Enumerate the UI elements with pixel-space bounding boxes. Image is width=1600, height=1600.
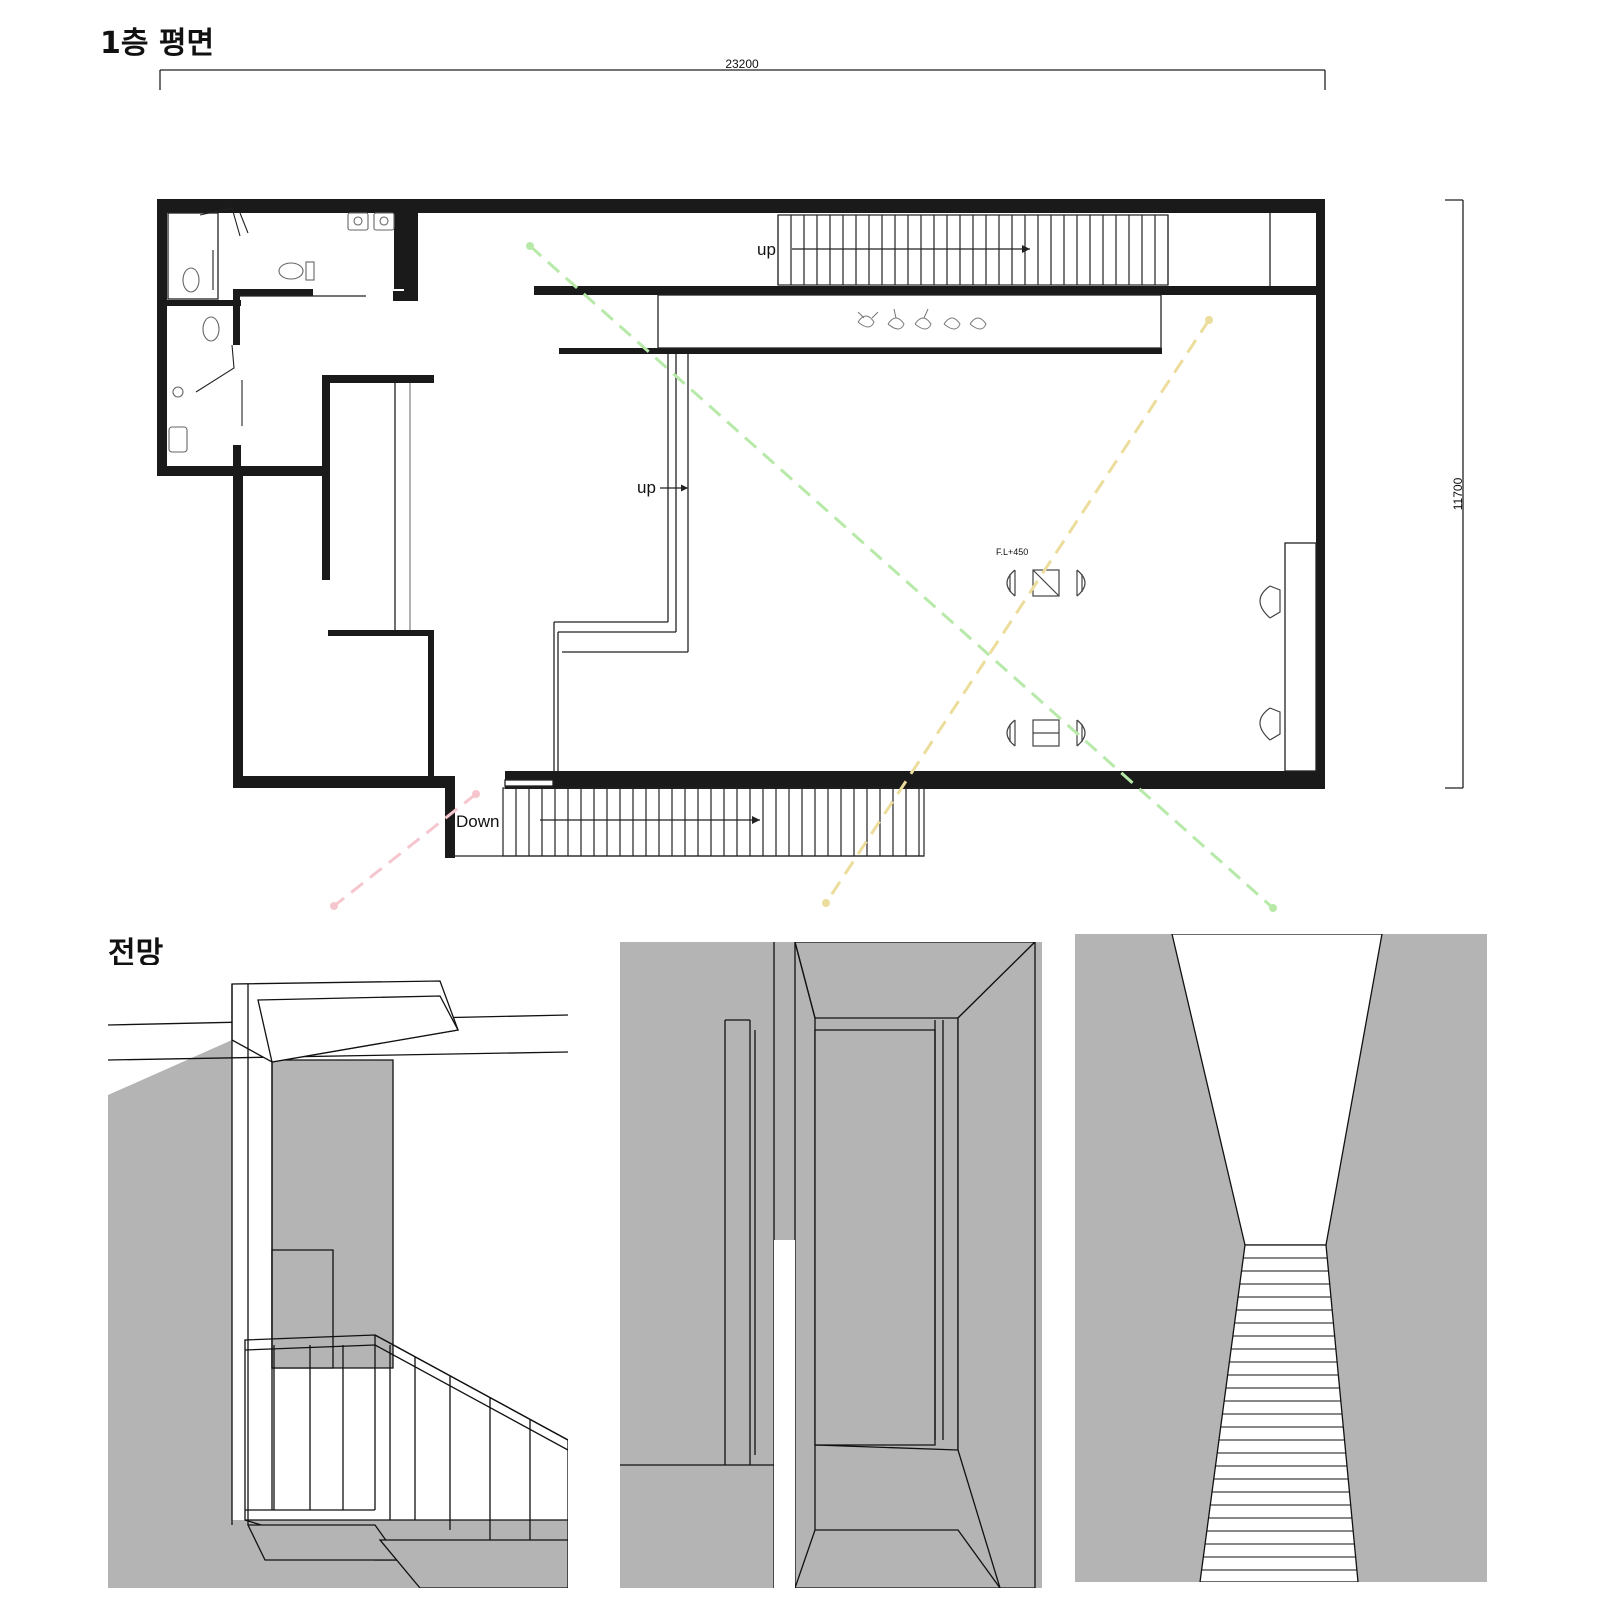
width-dimension-label: 23200 [725, 57, 759, 71]
mid-stair-arrowhead [681, 484, 688, 492]
sightline-green [529, 244, 1274, 910]
upper-stair [777, 214, 1169, 286]
toilet-fixtures [168, 207, 395, 453]
wall-figures [857, 308, 987, 330]
floor-plan-title: 1층 평면 [100, 26, 215, 61]
upper-stair-arrowhead [1022, 245, 1030, 253]
furniture [1006, 569, 1281, 747]
sight-lines [333, 244, 1274, 910]
width-dimension-line [159, 69, 1326, 90]
down-stair [502, 787, 925, 857]
plan-thin-lines [167, 212, 1317, 857]
stair-down-label: Down [456, 812, 499, 831]
stair-up-mid-label: up [637, 478, 656, 497]
depth-dimension-line [1445, 199, 1464, 789]
sightline-pink [333, 792, 477, 908]
view-corridor [620, 942, 1042, 1588]
floor-level-label: F.L+450 [996, 547, 1028, 557]
view-narrow-stair [1075, 934, 1487, 1582]
sightline-endpoints [330, 242, 1277, 912]
depth-dimension-label: 11700 [1451, 477, 1465, 510]
down-stair-arrowhead [752, 816, 760, 824]
view-balcony-perspective [108, 965, 568, 1588]
stair-up-top-label: up [757, 240, 776, 259]
sightline-yellow [824, 319, 1211, 904]
plan-walls [157, 199, 1325, 858]
